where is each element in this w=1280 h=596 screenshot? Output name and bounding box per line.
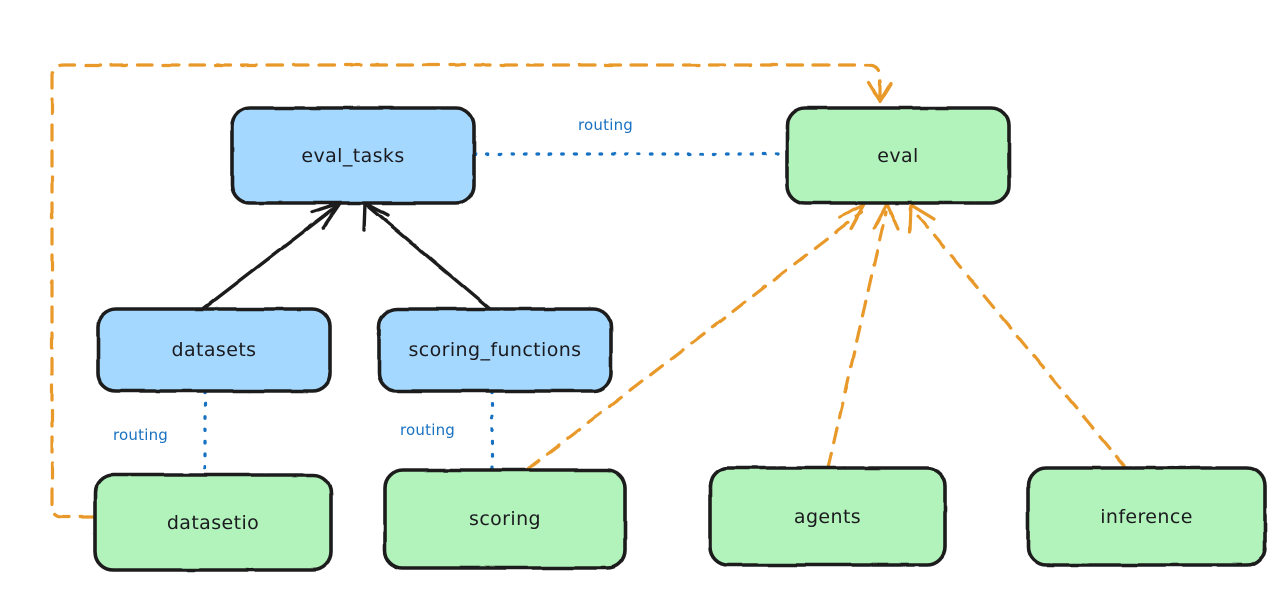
nodes-layer (93, 106, 1267, 572)
edge-agents-eval (826, 202, 900, 470)
node-eval[interactable] (785, 106, 1011, 205)
edges-layer (50, 63, 1128, 519)
edge-scoring-functions-eval-tasks (362, 201, 492, 311)
node-eval-tasks[interactable] (230, 106, 476, 205)
edge-datasets-eval-tasks (201, 201, 342, 311)
edge-inference-eval (908, 203, 1128, 470)
node-datasetio[interactable] (93, 473, 333, 572)
edge-scoring-eval (525, 203, 866, 472)
node-datasets[interactable] (96, 307, 332, 393)
edge-datasetio-eval (50, 63, 893, 519)
node-agents[interactable] (708, 466, 947, 567)
node-scoring-functions[interactable] (377, 307, 613, 393)
node-inference[interactable] (1026, 466, 1267, 567)
node-scoring[interactable] (383, 468, 627, 570)
